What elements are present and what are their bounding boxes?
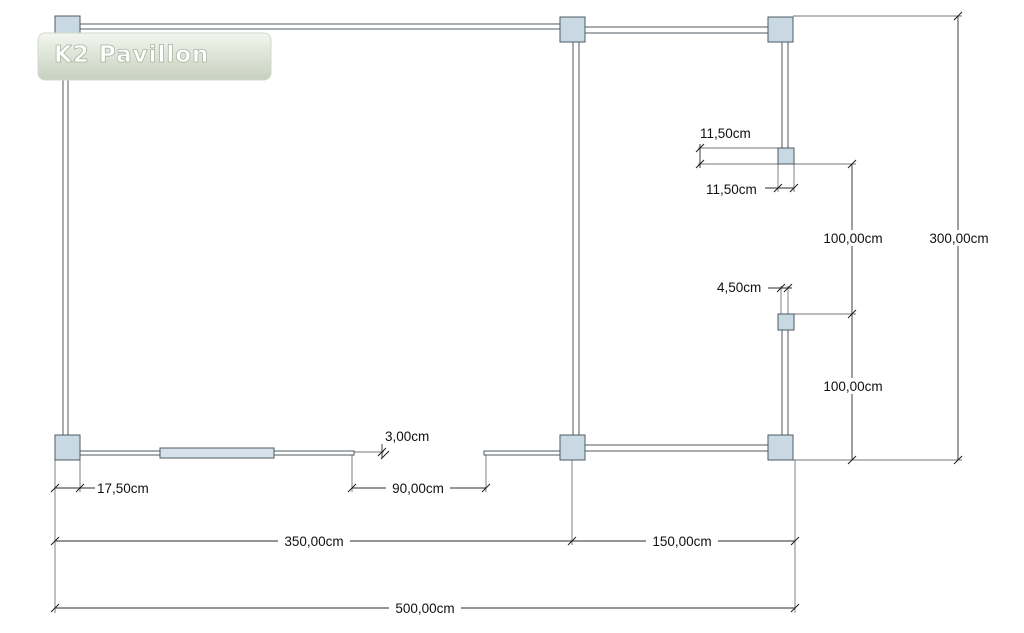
label-overall-depth: 300,00cm — [929, 231, 988, 246]
dimension-lines — [50, 11, 963, 613]
wall-middle — [572, 41, 580, 437]
label-post-size-width: 11,50cm — [706, 182, 757, 197]
wall-right-upper — [781, 41, 789, 149]
post-small-upper — [777, 147, 795, 165]
wall-right-lower — [781, 329, 789, 436]
post-bottom-left — [54, 434, 81, 461]
wall-top-right — [584, 26, 769, 34]
label-wall-thickness: 3,00cm — [385, 429, 429, 444]
logo-text: K2 Pavillon — [54, 42, 209, 68]
label-post-size-height: 11,50cm — [700, 126, 751, 141]
label-post-offset: 17,50cm — [97, 481, 149, 496]
window-panel — [159, 447, 275, 459]
label-door-opening: 90,00cm — [392, 481, 444, 496]
wall-left — [62, 39, 69, 437]
post-bottom-middle — [559, 434, 586, 461]
wall-bottom-right — [584, 444, 769, 452]
label-left-bay: 350,00cm — [284, 534, 343, 549]
label-right-bay: 150,00cm — [652, 534, 711, 549]
label-small-post: 4,50cm — [717, 280, 761, 295]
label-upper-segment: 100,00cm — [823, 231, 882, 246]
label-lower-segment: 100,00cm — [823, 379, 882, 394]
wall-top-left — [79, 23, 561, 30]
post-top-middle — [559, 16, 586, 43]
dim-ticks — [50, 11, 963, 613]
post-bottom-right — [767, 434, 794, 461]
posts — [54, 15, 795, 461]
label-overall-width: 500,00cm — [395, 601, 454, 616]
walls — [62, 23, 789, 459]
brand-logo: K2 Pavillon — [37, 32, 272, 81]
wall-bottom-door-right — [483, 450, 561, 456]
post-small-lower — [777, 313, 795, 331]
post-top-right — [767, 16, 794, 43]
dimension-labels: 500,00cm 350,00cm 150,00cm 300,00cm 100,… — [95, 126, 994, 616]
logo-badge — [37, 32, 272, 81]
